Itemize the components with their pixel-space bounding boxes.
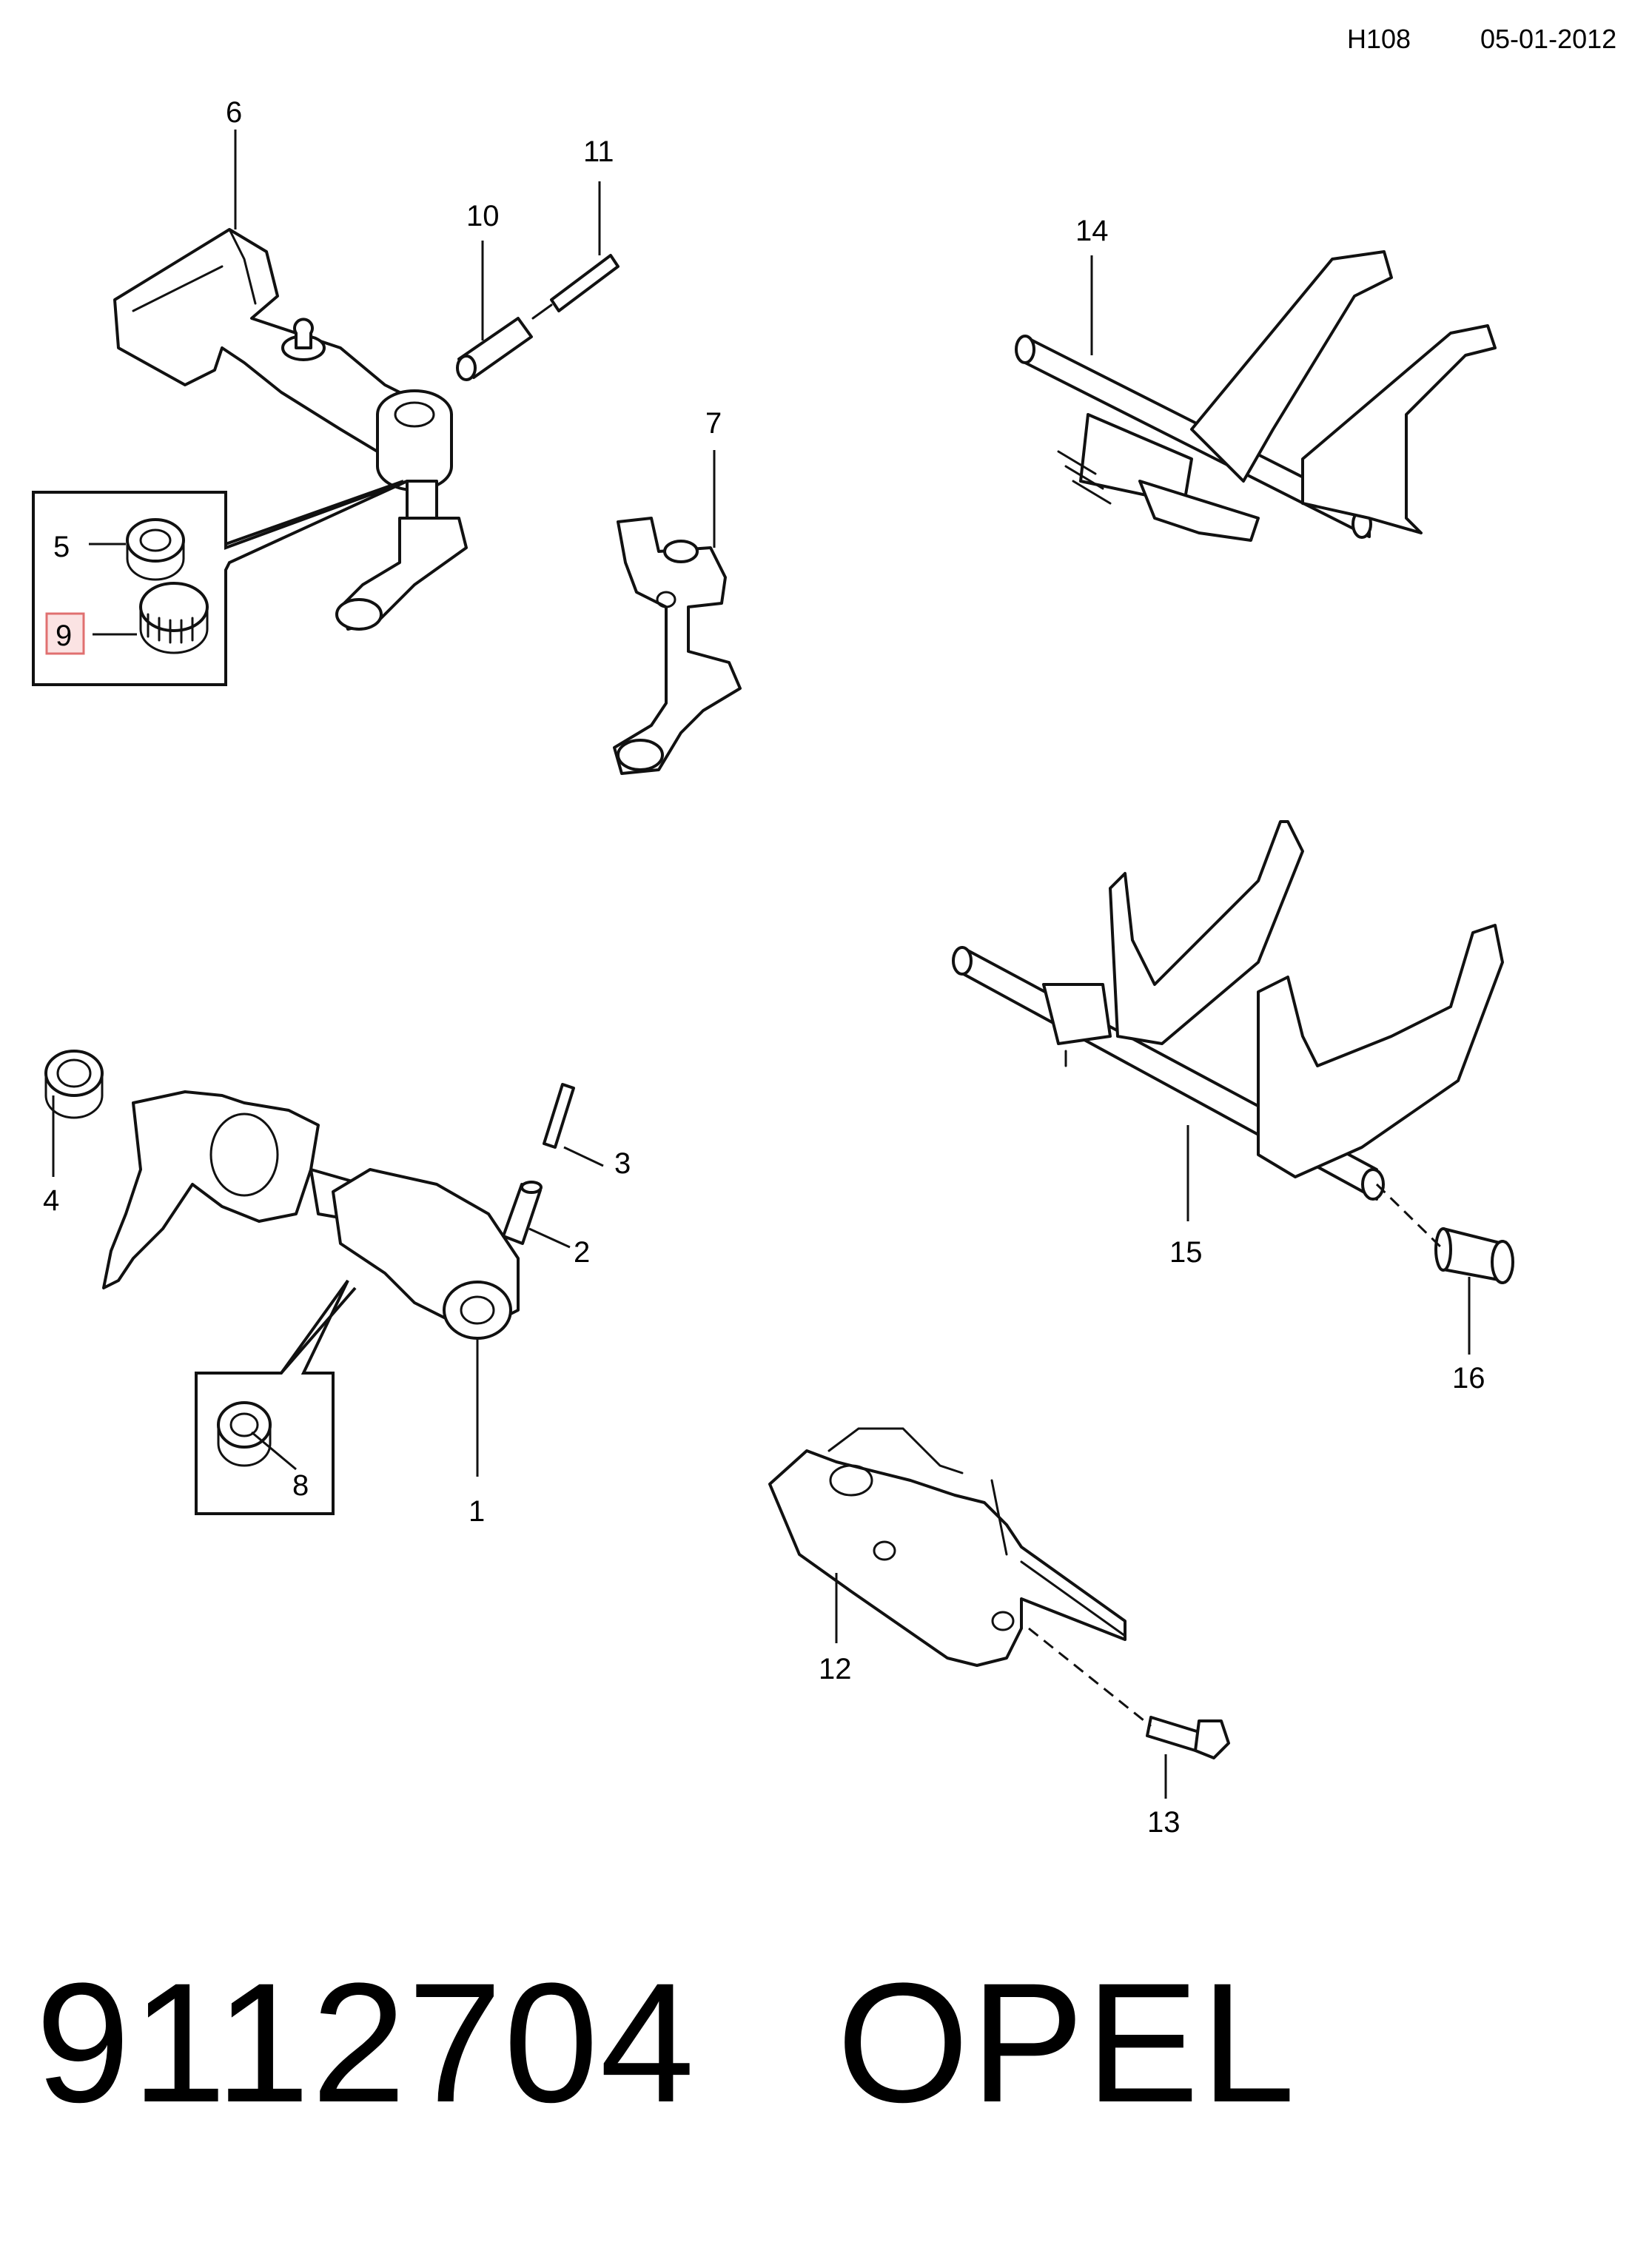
callout-13: 13: [1147, 1806, 1181, 1839]
part-10-pin: [456, 317, 533, 381]
callout-3: 3: [614, 1147, 631, 1180]
callout-10: 10: [466, 200, 500, 232]
callout-16: 16: [1452, 1362, 1485, 1395]
callout-6: 6: [226, 96, 242, 129]
callout-4: 4: [43, 1184, 59, 1217]
detail-box-5-9: [32, 480, 408, 686]
callout-14: 14: [1075, 215, 1109, 247]
callout-9: 9: [56, 620, 72, 652]
part-15-shift-rail-forks: [952, 820, 1504, 1201]
callout-15: 15: [1169, 1236, 1203, 1269]
bushing-axis-line: [1375, 1183, 1445, 1251]
callout-5: 5: [53, 531, 70, 563]
part-13-bolt: [1146, 1716, 1230, 1759]
part-2-pin: [502, 1181, 543, 1245]
part-1-selector-assembly: [102, 1090, 520, 1340]
diagram-code: H108: [1347, 24, 1411, 54]
callout-2: 2: [574, 1236, 590, 1269]
part-number: 9112704: [36, 1947, 696, 2138]
part-11-pin: [531, 254, 620, 320]
callout-11: 11: [583, 135, 614, 168]
part-12-gate-plate: [768, 1427, 1126, 1667]
diagram-date: 05-01-2012: [1480, 24, 1617, 54]
part-3-pin: [543, 1083, 575, 1149]
callout-8: 8: [292, 1469, 309, 1502]
highlight-box: [45, 612, 85, 655]
callout-12: 12: [819, 1653, 852, 1685]
bolt-axis-line: [1028, 1627, 1152, 1728]
brand-name: OPEL: [836, 1947, 1297, 2138]
part-7-lever: [613, 517, 742, 775]
part-6-shift-lever: [113, 228, 468, 631]
callout-7: 7: [705, 407, 722, 440]
part-16-bushing: [1434, 1227, 1514, 1284]
part-4-bushing: [44, 1050, 104, 1119]
callout-1: 1: [469, 1495, 485, 1528]
detail-box-8: [195, 1279, 357, 1515]
leader-lines: [52, 130, 1471, 1799]
part-14-shift-rail-fork: [1015, 250, 1497, 542]
